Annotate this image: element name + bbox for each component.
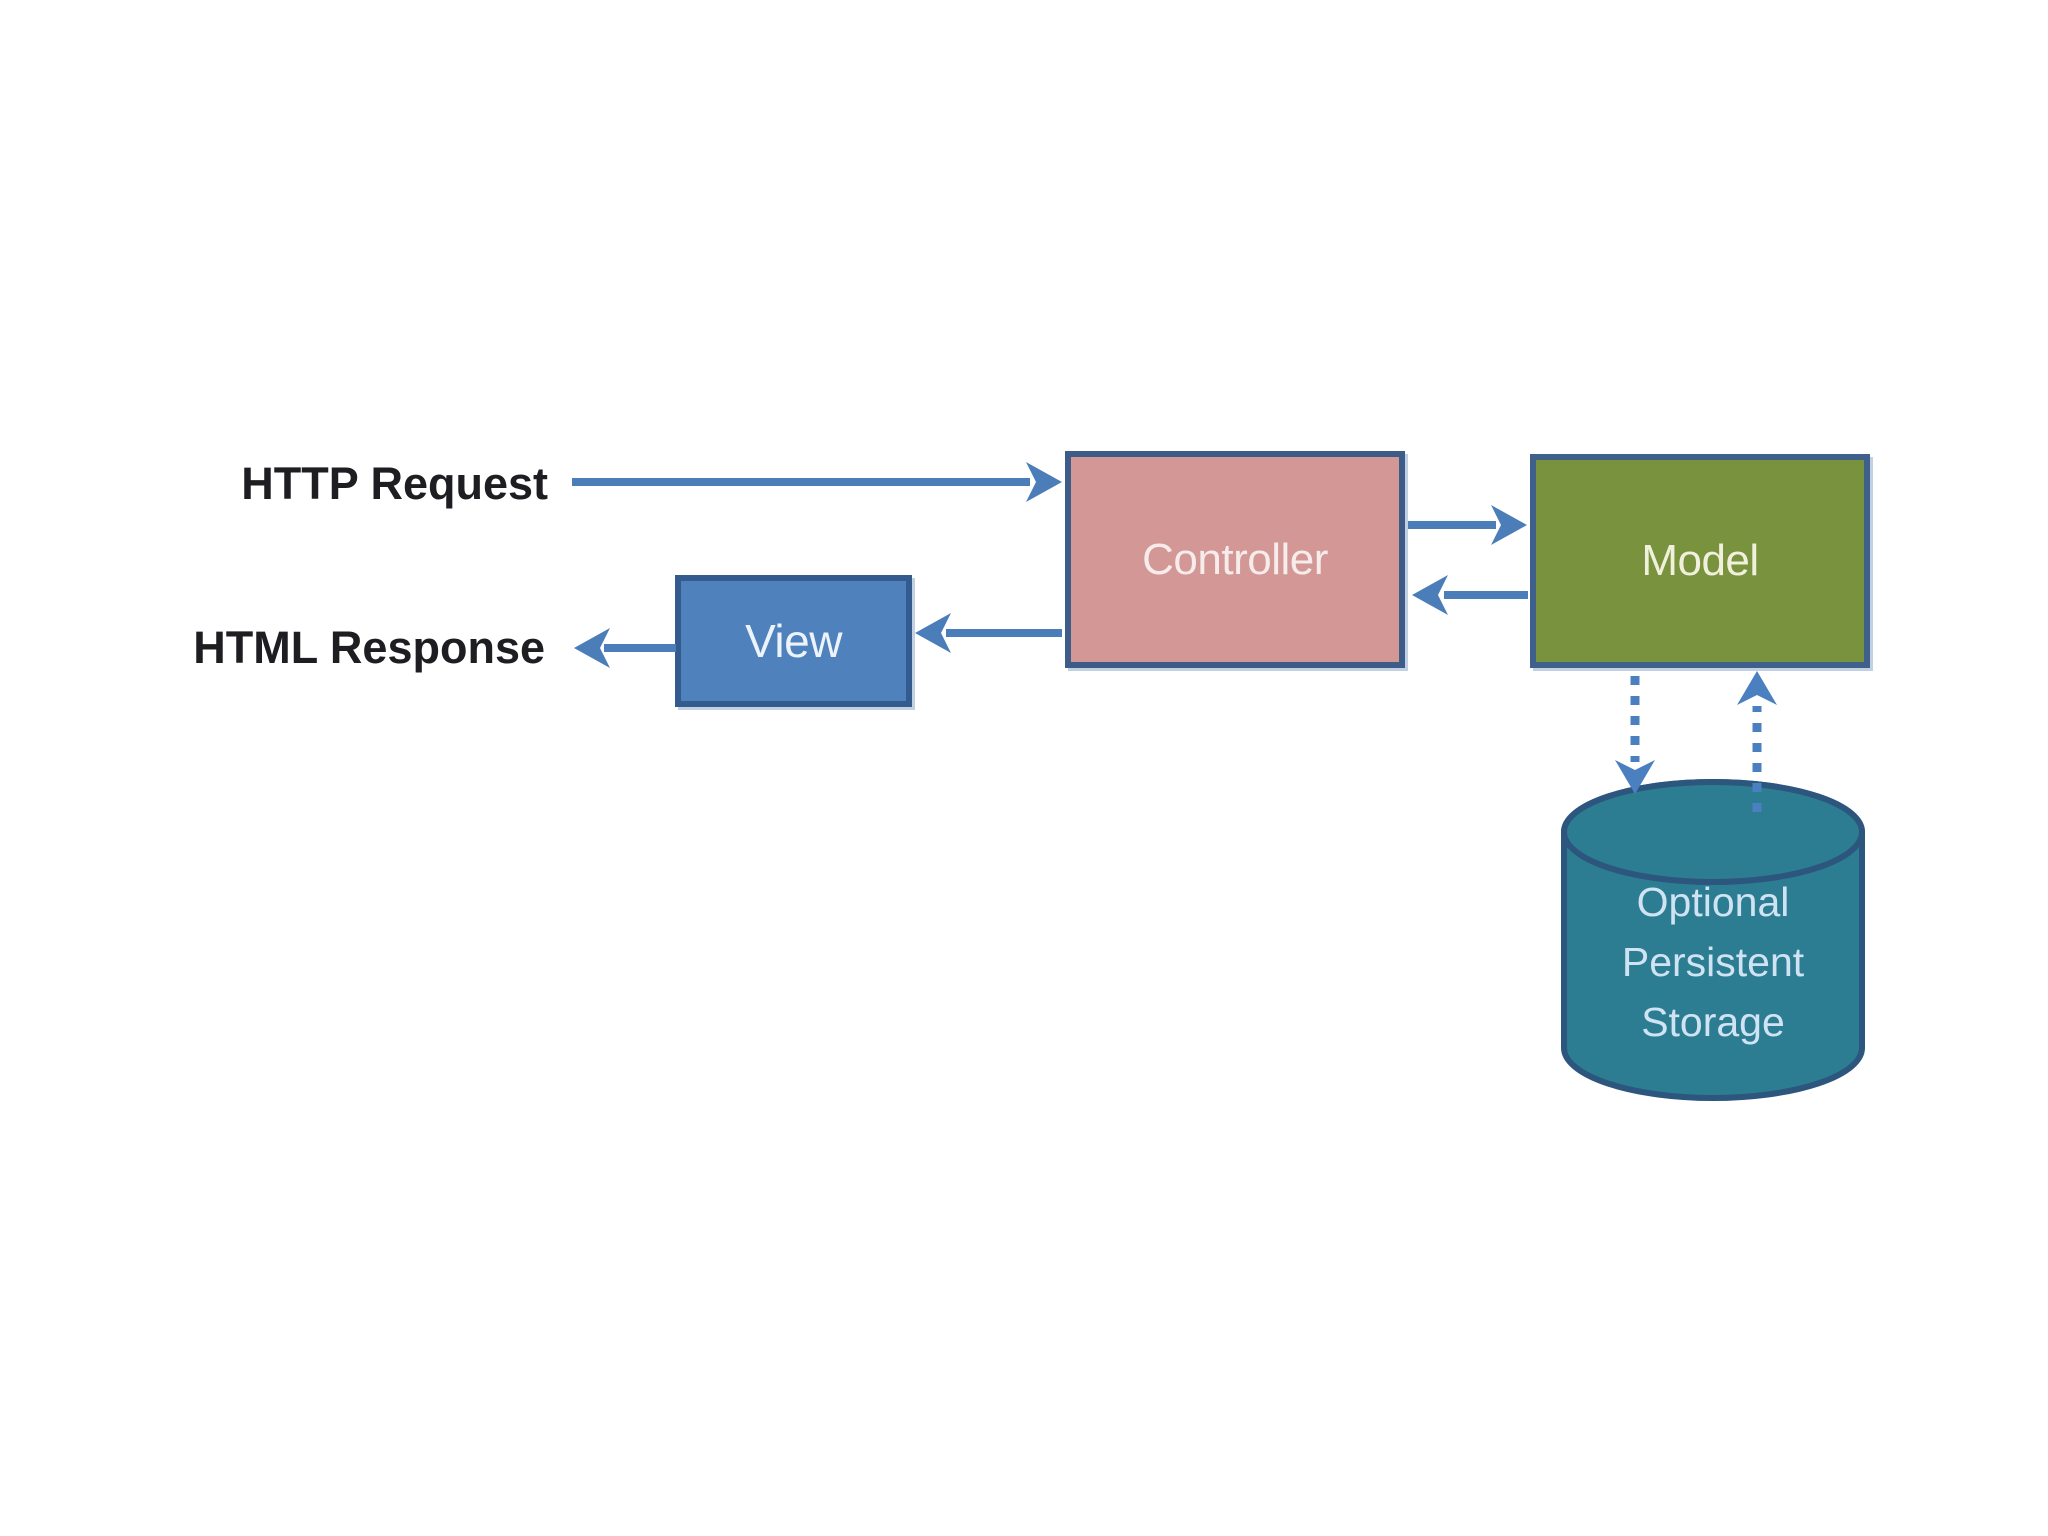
storage-label-line1: Optional (1636, 879, 1790, 925)
html-response-label: HTML Response (193, 622, 545, 673)
controller-to-view-arrow (915, 613, 1062, 653)
http-request-label: HTTP Request (241, 458, 548, 509)
view-to-html-response-arrow (574, 628, 676, 668)
controller-node: Controller (1065, 451, 1405, 668)
storage-label-line2: Persistent (1621, 939, 1805, 985)
model-to-controller-arrow (1412, 575, 1528, 615)
storage-label-line3: Storage (1641, 999, 1785, 1045)
view-node: View (675, 575, 912, 707)
storage-cylinder (1561, 779, 1865, 1101)
controller-to-model-arrow (1408, 505, 1527, 545)
http-request-to-controller-arrow (572, 462, 1062, 502)
controller-label: Controller (1142, 534, 1328, 584)
storage-cylinder-top-rim (1561, 779, 1865, 885)
model-label: Model (1641, 536, 1759, 585)
view-label: View (745, 615, 842, 667)
model-node: Model (1530, 454, 1870, 668)
storage-label: Optional Persistent Storage (1563, 872, 1863, 1052)
model-to-storage-dotted-arrow (1615, 676, 1655, 794)
